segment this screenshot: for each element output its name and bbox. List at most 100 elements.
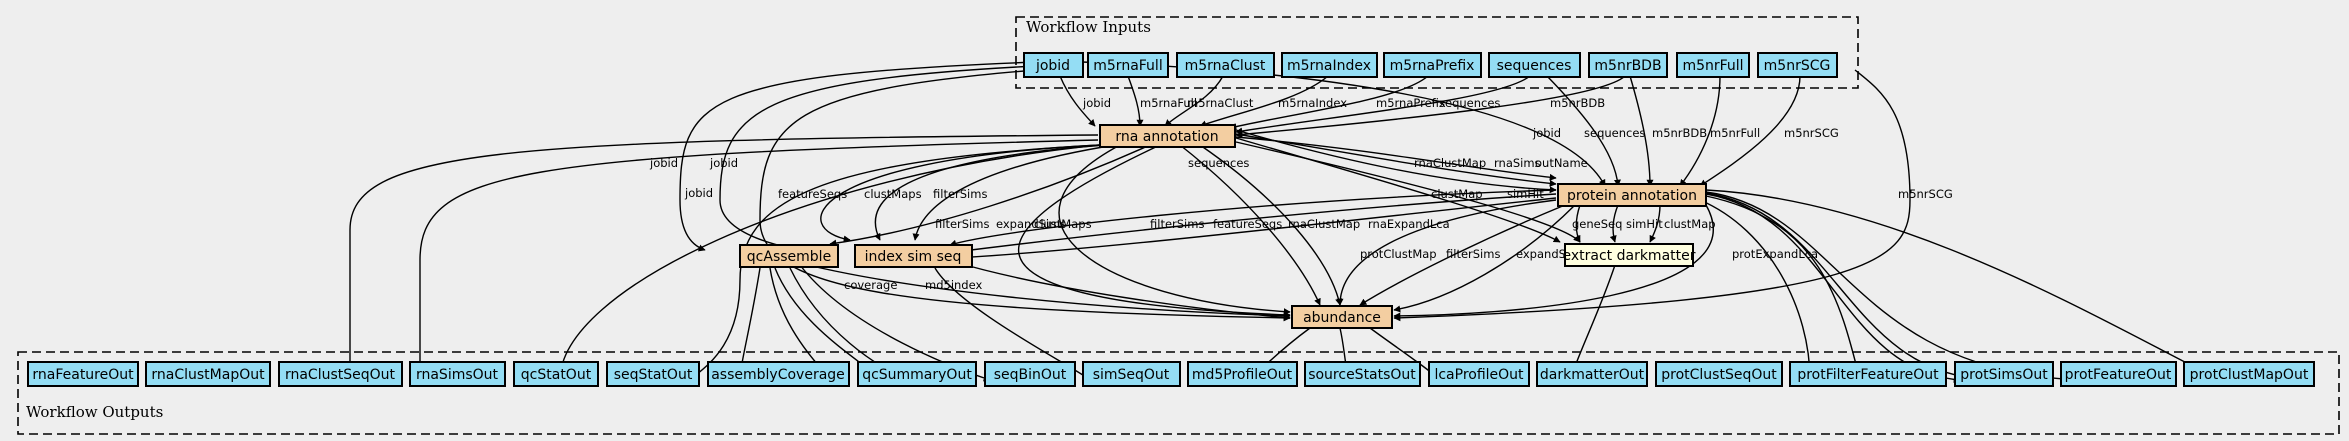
node-m5nrFull[interactable]: m5nrFull [1676,52,1750,78]
node-protFeatureOut[interactable]: protFeatureOut [2060,361,2177,387]
node-md5ProfileOut[interactable]: md5ProfileOut [1187,361,1298,387]
node-rnaClustSeqOut[interactable]: rnaClustSeqOut [278,361,403,387]
svg-text:m5rnaPrefix: m5rnaPrefix [1390,58,1475,74]
edge-prot-protClustSeqOut [1699,199,1814,381]
edge-jobid-prot [1081,61,1606,187]
edge-jobid-rna [1059,75,1096,127]
svg-text:abundance: abundance [1303,310,1381,326]
svg-text:rna annotation: rna annotation [1115,129,1218,145]
edge-labels: jobid m5rnaFull m5rnaClust m5rnaIndex m5… [649,96,1953,292]
edge-prot-ab-protExpandLca [1393,204,1714,320]
edge-prot-idx-featureSeqs [954,197,1557,262]
node-rnaClustMapOut[interactable]: rnaClustMapOut [145,361,271,387]
svg-text:rnaClustSeqOut: rnaClustSeqOut [285,367,396,383]
workflow-outputs-cluster: Workflow Outputs [17,351,2340,435]
node-protFilterFeatureOut[interactable]: protFilterFeatureOut [1789,361,1947,387]
node-m5rnaIndex[interactable]: m5rnaIndex [1281,52,1378,78]
edge-label: filterSims [935,217,989,231]
node-extract-darkmatter[interactable]: extract darkmatter [1562,243,1696,267]
node-rnaSimsOut[interactable]: rnaSimsOut [409,361,506,387]
svg-text:index sim seq: index sim seq [865,249,962,265]
edge-label: jobid [1082,96,1111,110]
node-assemblyCoverage[interactable]: assemblyCoverage [707,361,850,387]
svg-text:protClustMapOut: protClustMapOut [2190,367,2309,383]
nodes: jobid m5rnaFull m5rnaClust m5rnaIndex m5… [27,52,2315,387]
svg-text:m5rnaFull: m5rnaFull [1093,58,1162,74]
node-m5rnaFull[interactable]: m5rnaFull [1087,52,1169,78]
node-qcAssemble[interactable]: qcAssemble [739,244,839,268]
node-protSimsOut[interactable]: protSimsOut [1954,361,2054,387]
svg-text:sequences: sequences [1497,58,1572,74]
edge-prot-dark-clustMap [1649,204,1661,243]
edge-rna-idx-filterSims [912,144,1116,241]
edge-prot-idx-clustMaps [949,189,1557,247]
node-m5rnaPrefix[interactable]: m5rnaPrefix [1383,52,1482,78]
node-seqBinOut[interactable]: seqBinOut [984,361,1076,387]
edge-sequences-rna [1235,75,1531,135]
edge-prot-protClustMapOut [1705,189,2221,381]
edge-label: coverage [844,278,897,292]
edge-label: featureSeqs [778,187,847,201]
workflow-inputs-label: Workflow Inputs [1026,18,1151,36]
edge-rna-rnaClustSeqOut [556,144,1101,381]
svg-text:rnaClustMapOut: rnaClustMapOut [151,367,265,383]
svg-text:qcAssemble: qcAssemble [747,249,831,265]
edge-label: jobid [684,186,713,200]
node-simSeqOut[interactable]: simSeqOut [1082,361,1181,387]
edge-label: sequences [1188,156,1249,170]
workflow-inputs-cluster: Workflow Inputs [1015,16,1859,89]
edge-rna-rnaSimsOut [689,144,1101,381]
edge-prot-ab-filterSims [1359,204,1566,306]
edge-label: m5nrBDB [1652,126,1707,140]
edge-label: m5rnaClust [1187,96,1254,110]
edge-label: rnaClustMap [1414,156,1486,170]
edge-prot-dark-geneSeq [1574,204,1581,243]
edge-label: rnaClustMap [1288,217,1360,231]
node-abundance[interactable]: abundance [1291,305,1393,329]
node-m5rnaClust[interactable]: m5rnaClust [1176,52,1275,78]
edge-label: m5rnaIndex [1278,96,1347,110]
node-m5nrSCG[interactable]: m5nrSCG [1757,52,1838,78]
node-m5nrBDB[interactable]: m5nrBDB [1588,52,1668,78]
node-sourceStatsOut[interactable]: sourceStatsOut [1304,361,1421,387]
edge-label: rnaExpandLca [1368,217,1450,231]
node-darkmatterOut[interactable]: darkmatterOut [1536,361,1648,387]
edge-label: simHit [1507,187,1544,201]
edge-qc-ab-coverage [787,259,1291,320]
node-qcSummaryOut[interactable]: qcSummaryOut [857,361,977,387]
edge-label: protClustMap [1360,247,1437,261]
node-sequences[interactable]: sequences [1488,52,1581,78]
node-lcaProfileOut[interactable]: lcaProfileOut [1428,361,1530,387]
edge-rna-dark-clustMap [1235,137,1561,243]
svg-text:protFeatureOut: protFeatureOut [2065,367,2172,383]
edge-label: jobid [649,156,678,170]
node-jobid[interactable]: jobid [1023,52,1084,78]
node-protein-annotation[interactable]: protein annotation [1557,183,1707,207]
node-index-sim-seq[interactable]: index sim seq [854,244,973,268]
svg-text:protein annotation: protein annotation [1567,188,1697,204]
svg-text:extract darkmatter: extract darkmatter [1562,248,1695,264]
svg-text:rnaFeatureOut: rnaFeatureOut [32,367,134,383]
edge-label: sequences [1584,126,1645,140]
svg-text:md5ProfileOut: md5ProfileOut [1192,367,1293,383]
edge-prot-idx-filterSims [954,193,1557,255]
svg-text:assemblyCoverage: assemblyCoverage [711,367,845,383]
edge-label: m5rnaFull [1140,96,1197,110]
node-rna-annotation[interactable]: rna annotation [1099,124,1236,148]
edge-jobid-qc [679,61,1037,252]
node-protClustMapOut[interactable]: protClustMapOut [2183,361,2315,387]
edge-m5rnaFull-rna [1127,75,1144,127]
node-rnaFeatureOut[interactable]: rnaFeatureOut [27,361,139,387]
edge-prot-dark-simHit [1609,204,1619,243]
node-seqStatOut[interactable]: seqStatOut [606,361,700,387]
edge-idx-ab-md5index [954,261,1291,321]
node-protClustSeqOut[interactable]: protClustSeqOut [1655,361,1783,387]
edge-label: m5nrSCG [1784,126,1839,140]
edge-idx-simSeqOut [934,267,1091,381]
node-qcStatOut[interactable]: qcStatOut [513,361,599,387]
edge-label: md5index [925,278,982,292]
edge-label: clustMaps [864,187,922,201]
svg-text:sourceStatsOut: sourceStatsOut [1308,367,1416,383]
edge-label: clustMap [1664,217,1716,231]
